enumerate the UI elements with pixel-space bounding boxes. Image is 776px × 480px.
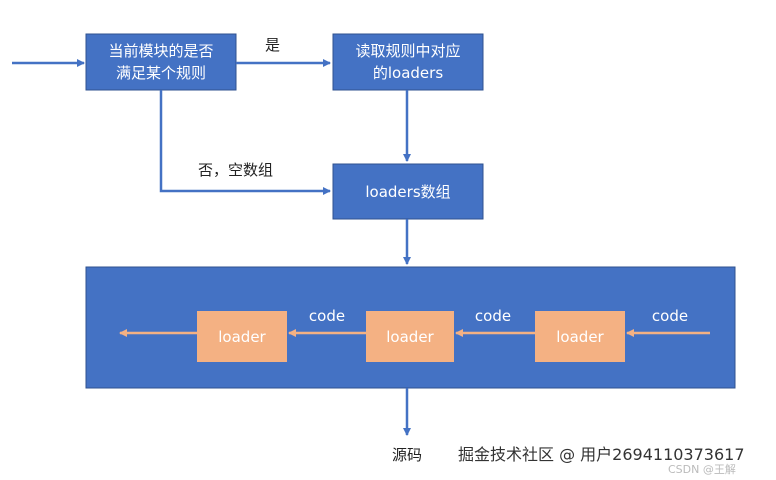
loader-node-middle: loader [366,311,454,362]
loader-node-left: loader [197,311,287,362]
output-label: 源码 [392,446,422,464]
loader-middle-label: loader [386,328,434,346]
watermark-sub: CSDN @王解 [668,462,736,476]
no-edge [159,90,331,195]
condition-line1: 当前模块的是否 [108,42,213,60]
read-rules-line2: 的loaders [373,64,443,82]
loader-node-right: loader [535,311,625,362]
read-rules-node: 读取规则中对应 的loaders [332,33,484,91]
loaders-array-label: loaders数组 [365,183,450,201]
loader-right-label: loader [556,328,604,346]
read-rules-line1: 读取规则中对应 [355,42,460,60]
code-label-right: code [652,307,688,325]
watermark-main: 掘金技术社区 @ 用户2694110373617 [458,445,745,464]
condition-line2: 满足某个规则 [116,64,206,82]
yes-label: 是 [265,36,280,54]
loader-left-label: loader [218,328,266,346]
code-label-middle: code [475,307,511,325]
code-label-left: code [309,307,345,325]
condition-node: 当前模块的是否 满足某个规则 [85,33,237,91]
loaders-array-node: loaders数组 [332,163,484,220]
no-label: 否，空数组 [198,161,273,179]
